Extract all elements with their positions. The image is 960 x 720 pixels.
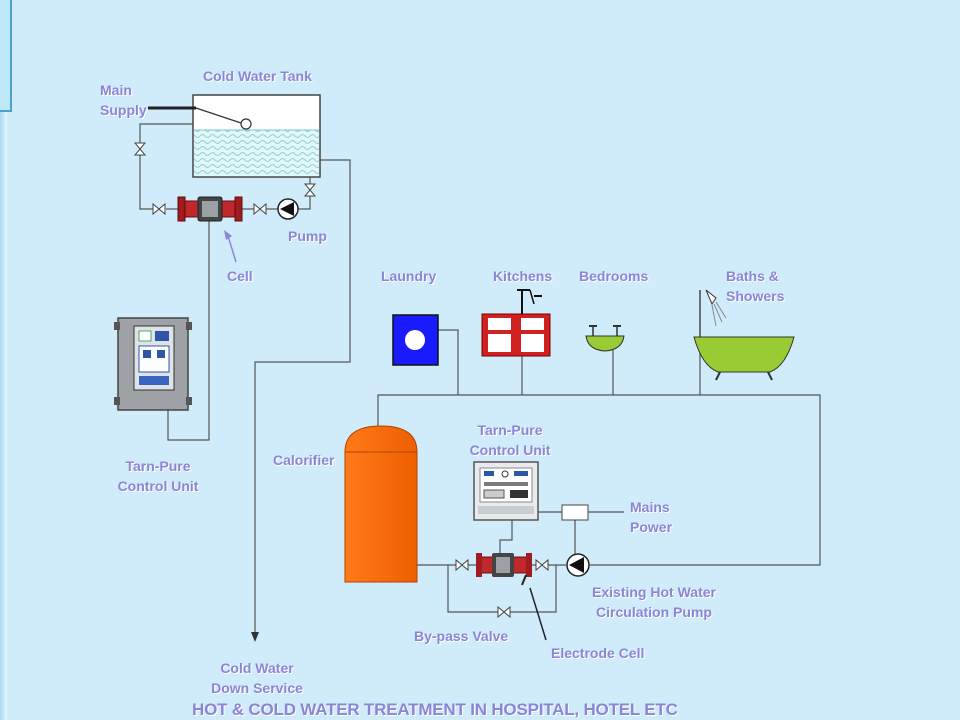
cold-water-tank — [192, 94, 321, 178]
slide-corner-decoration — [0, 0, 12, 112]
bedroom-basin — [585, 325, 625, 352]
ball-float-valve — [148, 106, 252, 130]
hot-loop-valves — [455, 558, 549, 619]
electrode-cell — [476, 553, 532, 586]
circulation-pump — [566, 553, 590, 577]
down-arrow — [251, 632, 259, 642]
cell-pointer — [227, 235, 237, 263]
baths-showers-label: Baths &Showers — [726, 268, 785, 304]
control-unit-right — [473, 461, 539, 521]
bath-with-shower — [693, 289, 795, 381]
mains-power-box — [561, 504, 589, 521]
slide-edge — [0, 0, 7, 720]
cold-loop-valves — [133, 142, 317, 216]
cold-water-tank-label: Cold Water Tank — [203, 68, 312, 84]
kitchens-label: Kitchens — [493, 268, 553, 284]
cold-water-pipes — [139, 123, 351, 638]
bypass-valve-label: By-pass Valve — [414, 628, 509, 644]
control-unit-left — [114, 317, 192, 411]
cell-pointer-head — [224, 230, 232, 240]
electrode-pointer — [529, 587, 547, 641]
cell-label: Cell — [227, 268, 253, 284]
calorifier — [344, 425, 418, 583]
electrode-cell-label: Electrode Cell — [551, 645, 645, 661]
bedrooms-label: Bedrooms — [579, 268, 649, 284]
laundry-label: Laundry — [381, 268, 437, 284]
hot-water-pipes — [377, 290, 821, 613]
pump-label: Pump — [288, 228, 327, 244]
calorifier-label: Calorifier — [273, 452, 335, 468]
kitchen-sink — [481, 289, 551, 357]
diagram-caption: HOT & COLD WATER TREATMENT IN HOSPITAL, … — [192, 700, 678, 719]
laundry-machine — [392, 314, 439, 366]
cold-pump — [277, 198, 299, 220]
cold-cell — [177, 196, 243, 222]
